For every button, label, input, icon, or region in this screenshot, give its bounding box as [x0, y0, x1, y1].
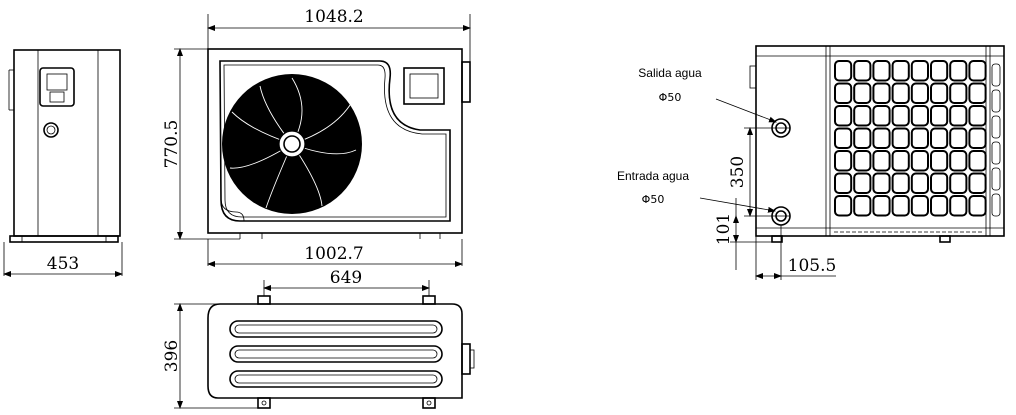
coil-cell — [930, 105, 949, 127]
coil-cell — [834, 172, 853, 194]
coil-cell — [834, 105, 853, 127]
top-slot-3 — [229, 370, 443, 388]
side-handle — [461, 61, 471, 103]
outlet-label: Salida agua — [638, 66, 702, 80]
coil-cell — [949, 150, 968, 172]
coil-cell — [834, 150, 853, 172]
rear-view-body — [755, 45, 1005, 237]
display-window — [403, 67, 445, 105]
inlet-pipe — [771, 206, 791, 226]
dim-width-top: 1048.2 — [304, 7, 363, 27]
coil-cell — [891, 105, 910, 127]
coil-cell — [930, 195, 949, 217]
coil-cell — [949, 60, 968, 82]
coil-cell — [910, 150, 929, 172]
coil-cell — [891, 195, 910, 217]
coil-cell — [968, 105, 987, 127]
coil-cell — [910, 82, 929, 104]
side-view-base — [9, 235, 119, 243]
coil-cell — [853, 150, 872, 172]
coil-cell — [853, 105, 872, 127]
front-panel — [219, 60, 451, 222]
top-slot-2 — [229, 345, 443, 363]
dim-foot-spacing: 649 — [330, 268, 362, 288]
dim-depth-side: 453 — [47, 254, 79, 274]
inlet-label: Entrada agua — [617, 169, 689, 183]
coil-cell — [949, 127, 968, 149]
coil-cell — [891, 150, 910, 172]
dim-pipe-offset: 105.5 — [788, 256, 837, 276]
dim-inlet-height: 101 — [714, 213, 734, 245]
coil-cell — [910, 60, 929, 82]
coil-cell — [910, 195, 929, 217]
coil-cell — [968, 127, 987, 149]
dim-pipe-spacing: 350 — [728, 156, 748, 188]
coil-cell — [930, 150, 949, 172]
side-port-icon — [43, 122, 59, 138]
top-view-handle — [461, 343, 471, 375]
dim-depth-top: 396 — [162, 340, 182, 372]
coil-cell — [872, 105, 891, 127]
coil-cell — [910, 127, 929, 149]
coil-cell — [853, 127, 872, 149]
coil-cell — [891, 172, 910, 194]
coil-cell — [834, 127, 853, 149]
coil-cell — [834, 195, 853, 217]
top-view-body — [207, 303, 463, 399]
coil-cell — [891, 60, 910, 82]
coil-cell — [891, 82, 910, 104]
coil-cell — [834, 60, 853, 82]
coil-cell — [872, 172, 891, 194]
coil-grid — [834, 60, 987, 217]
coil-cell — [872, 127, 891, 149]
top-slot-1 — [229, 320, 443, 338]
outlet-size-label: Φ50 — [659, 91, 682, 104]
coil-cell — [949, 172, 968, 194]
dim-height-front: 770.5 — [162, 120, 182, 169]
coil-cell — [930, 82, 949, 104]
coil-cell — [853, 195, 872, 217]
coil-cell — [968, 150, 987, 172]
top-view: 649 396 — [162, 268, 475, 409]
front-view-body — [207, 48, 463, 234]
coil-cell — [930, 172, 949, 194]
coil-cell — [910, 105, 929, 127]
coil-cell — [853, 60, 872, 82]
front-view: 1048.2 770.5 1002.7 — [162, 7, 471, 267]
rear-view: 350 101 105.5 Salida agua Φ50 Entrada ag… — [617, 45, 1005, 280]
inlet-size-label: Φ50 — [642, 193, 665, 206]
coil-cell — [968, 195, 987, 217]
coil-cell — [872, 195, 891, 217]
coil-cell — [872, 60, 891, 82]
coil-cell — [968, 60, 987, 82]
coil-cell — [930, 127, 949, 149]
control-panel — [39, 67, 75, 107]
coil-cell — [968, 172, 987, 194]
side-view: 453 — [3, 49, 123, 277]
coil-cell — [949, 82, 968, 104]
fan-grille — [222, 74, 362, 214]
coil-cell — [891, 127, 910, 149]
coil-cell — [834, 82, 853, 104]
coil-cell — [853, 172, 872, 194]
coil-cell — [968, 82, 987, 104]
dim-width-base: 1002.7 — [304, 244, 363, 264]
coil-cell — [872, 150, 891, 172]
coil-cell — [853, 82, 872, 104]
coil-cell — [930, 60, 949, 82]
coil-cell — [949, 105, 968, 127]
rear-right-fins — [991, 63, 1001, 217]
coil-cell — [949, 195, 968, 217]
coil-cell — [872, 82, 891, 104]
coil-cell — [910, 172, 929, 194]
